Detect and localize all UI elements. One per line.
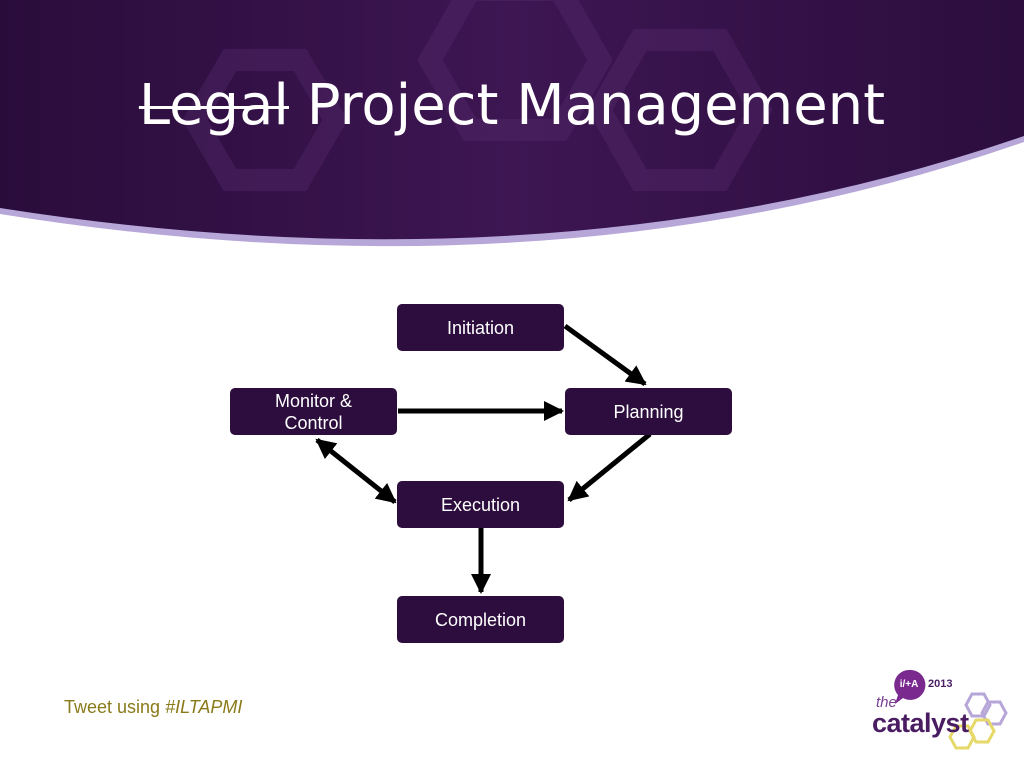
tweet-prefix: Tweet using bbox=[64, 697, 161, 717]
node-monitor-control: Monitor & Control bbox=[230, 388, 397, 435]
footer-tweet-text: Tweet using #ILTAPMI bbox=[64, 697, 242, 718]
logo-badge: i/+A bbox=[899, 679, 919, 690]
arrow-initiation-to-planning bbox=[563, 323, 647, 387]
node-execution: Execution bbox=[397, 481, 564, 528]
logo-year: 2013 bbox=[928, 678, 953, 690]
logo-the: the bbox=[876, 694, 897, 711]
banner-hexagon-pattern bbox=[182, 0, 773, 191]
catalyst-logo: i/+A 2013 the catalyst bbox=[868, 664, 1014, 758]
node-planning-label: Planning bbox=[613, 401, 684, 422]
title-rest: Project Management bbox=[306, 73, 886, 138]
logo-wordmark: catalyst bbox=[872, 708, 969, 738]
node-monitor-label-line1: Monitor & bbox=[274, 390, 353, 411]
logo-graphic bbox=[894, 669, 1008, 750]
node-completion: Completion bbox=[397, 596, 564, 643]
arrow-planning-to-execution bbox=[567, 432, 652, 502]
header-banner bbox=[0, 0, 1024, 247]
tweet-hashtag: #ILTAPMI bbox=[165, 697, 243, 717]
node-execution-label: Execution bbox=[440, 494, 521, 515]
node-initiation: Initiation bbox=[397, 304, 564, 351]
node-planning: Planning bbox=[565, 388, 732, 435]
arrow-execution-monitor-bidirectional bbox=[315, 438, 397, 504]
node-monitor-label-line2: Control bbox=[284, 412, 343, 433]
node-initiation-label: Initiation bbox=[446, 317, 515, 338]
title-struck-word: Legal bbox=[138, 73, 289, 138]
slide-title: Legal Project Management bbox=[0, 66, 1024, 146]
node-completion-label: Completion bbox=[434, 609, 527, 630]
